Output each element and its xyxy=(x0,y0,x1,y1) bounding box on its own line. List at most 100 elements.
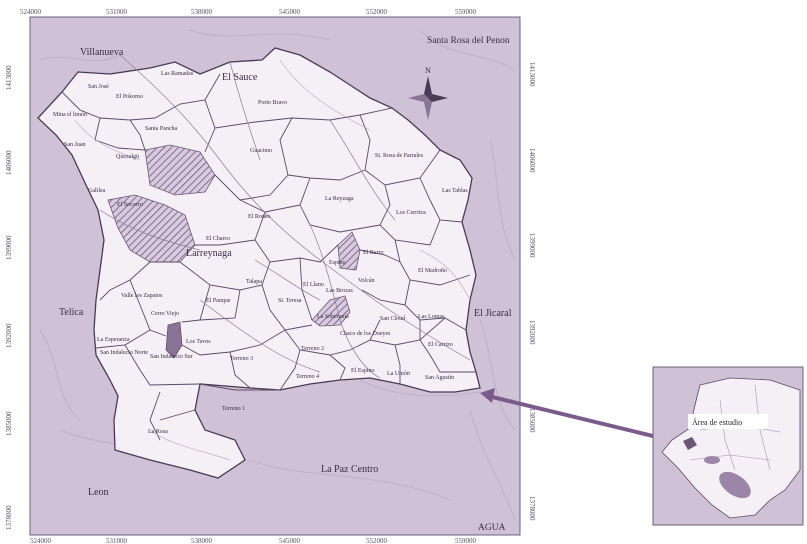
label-guacimo: Guacimo xyxy=(250,148,272,154)
y-tick-label: 1406000 xyxy=(528,148,536,173)
x-tick-label: 545000 xyxy=(279,8,301,16)
label-las-tablas: Las Tablas xyxy=(442,188,468,194)
label-el-llano: El Llano xyxy=(303,282,324,288)
label-cerro-viejo: Cerro Viejo xyxy=(151,311,179,317)
label-galilea: Galilea xyxy=(88,188,106,194)
label-telica: Telica xyxy=(59,307,84,318)
label-el-charco: El Charco xyxy=(206,236,230,242)
label-terreno-2: Terreno 2 xyxy=(301,346,324,352)
rivers xyxy=(74,59,481,461)
label-la-rosa: La Rosa xyxy=(148,429,168,435)
label-los-ramadas: Las Ramadas xyxy=(161,71,194,77)
label-el-jicaral: El Jicaral xyxy=(474,308,512,319)
y-tick-label: 1392000 xyxy=(5,323,13,348)
hatched-zone-center xyxy=(311,295,351,327)
label-la-soberania: La Soberanía xyxy=(317,314,349,320)
dark-zone xyxy=(165,321,183,359)
label-san-indalecio-sur: San Indalecio Sur xyxy=(150,354,193,360)
label-los-cerritos: Los Cerritos xyxy=(396,210,426,216)
x-tick-label: 552000 xyxy=(366,8,388,16)
inset-lake xyxy=(719,471,751,499)
label-el-barro: El Barro xyxy=(363,250,384,256)
y-axis-left: 1413000 1406000 1399000 1392000 1385000 … xyxy=(5,65,13,530)
inset-label-box xyxy=(688,414,768,429)
inset-map: Área de estudio xyxy=(652,366,804,526)
outer-labels: Villanueva Santa Rosa del Penon El Sauce… xyxy=(59,36,512,533)
hatched-zone-west xyxy=(107,194,196,263)
label-el-madrono: El Madroño xyxy=(418,268,447,274)
label-la-union: La Unión xyxy=(387,371,410,377)
y-tick-label: 1399000 xyxy=(528,233,536,258)
label-agua: AGUA xyxy=(478,523,506,533)
label-mina-el-limon: Mina el limón xyxy=(53,112,87,118)
hatched-zone-east xyxy=(337,231,361,271)
label-el-rodeo: El Rodeo xyxy=(248,214,271,220)
label-porto-bravo: Porto Bravo xyxy=(258,100,287,106)
y-tick-label: 1413000 xyxy=(528,62,536,87)
y-tick-label: 1413000 xyxy=(5,65,13,90)
label-chaco-de-los-dueyes: Chaco de los Dueyes xyxy=(340,331,391,337)
label-el-carrizo: El Carrizo xyxy=(428,342,453,348)
country-outline xyxy=(661,377,801,519)
label-quezalguaque: Quezalgü xyxy=(116,154,139,160)
label-la-esperanza: La Esperanza xyxy=(97,337,130,343)
label-santa-rosa: Santa Rosa del Penon xyxy=(427,36,510,46)
y-tick-label: 1399000 xyxy=(5,235,13,260)
x-tick-label: 531000 xyxy=(106,537,128,544)
inset-label: Área de estudio xyxy=(692,417,742,427)
label-el-espino: El Espino xyxy=(351,368,375,374)
inset-study-area xyxy=(683,437,697,450)
label-san-cloud: San Cloud xyxy=(380,316,405,322)
community-labels: San José Las Ramadas El Pokomo Mina el l… xyxy=(53,71,468,435)
label-el-pokomo: El Pokomo xyxy=(116,94,143,100)
label-san-indalecio-norte: San Indalecio Norte xyxy=(100,350,148,356)
x-tick-label: 524000 xyxy=(30,537,52,544)
north-arrow-icon: N xyxy=(408,66,448,120)
label-espino: Espino xyxy=(329,260,346,266)
roads xyxy=(99,54,471,379)
label-villanueva: Villanueva xyxy=(80,47,124,58)
label-las-brozas: Las Brozas xyxy=(326,288,353,294)
inset-lake-small xyxy=(704,456,720,464)
label-san-juan: San Juan xyxy=(64,142,86,148)
label-las-lomas: Las Lomas xyxy=(418,314,445,320)
y-tick-label: 1385000 xyxy=(5,411,13,436)
label-valle-los-zapatos: Valle los Zapatos xyxy=(121,293,163,299)
north-label: N xyxy=(425,66,431,75)
label-terreno-4: Terreno 4 xyxy=(296,374,319,380)
hatched-zone-north xyxy=(144,144,216,196)
label-leon: Leon xyxy=(88,487,109,498)
y-tick-label: 1378000 xyxy=(528,496,536,521)
x-tick-label: 538000 xyxy=(191,537,213,544)
label-terreno-3: Terreno 3 xyxy=(230,356,253,362)
x-tick-label: 531000 xyxy=(106,8,128,16)
x-tick-label: 559000 xyxy=(455,8,477,16)
x-tick-label: 524000 xyxy=(20,8,42,16)
label-los-tavos: Los Tavos xyxy=(186,339,211,345)
label-larreynaga: Larreynaga xyxy=(186,248,232,259)
main-map: 524000 531000 538000 545000 552000 55900… xyxy=(5,8,536,544)
community-boundaries xyxy=(61,73,476,441)
label-terreno-1: Terreno 1 xyxy=(222,406,245,412)
x-tick-label: 545000 xyxy=(279,537,301,544)
label-san-agustin: San Agustín xyxy=(425,375,454,381)
y-tick-label: 1392000 xyxy=(528,320,536,345)
y-tick-label: 1385000 xyxy=(528,408,536,433)
label-la-paz-centro: La Paz Centro xyxy=(321,464,378,475)
label-el-panque: El Panque xyxy=(206,298,231,304)
label-talapa: Talapa xyxy=(246,279,262,285)
label-st-teresa: St. Teresa xyxy=(278,298,302,304)
x-axis-top: 524000 531000 538000 545000 552000 55900… xyxy=(20,8,477,16)
y-axis-right: 1413000 1406000 1399000 1392000 1385000 … xyxy=(528,62,536,521)
x-tick-label: 552000 xyxy=(366,537,388,544)
x-tick-label: 559000 xyxy=(455,537,477,544)
x-axis-bottom: 524000 531000 538000 545000 552000 55900… xyxy=(30,537,477,544)
y-tick-label: 1378000 xyxy=(5,505,13,530)
x-tick-label: 538000 xyxy=(191,8,213,16)
label-st-rosa-parrales: St. Rosa de Parrales xyxy=(375,153,424,159)
y-tick-label: 1406000 xyxy=(5,150,13,175)
label-volcan: Volcán xyxy=(358,278,375,284)
label-santa-pancha: Santa Pancha xyxy=(145,126,177,132)
label-san-jose: San José xyxy=(88,84,109,90)
